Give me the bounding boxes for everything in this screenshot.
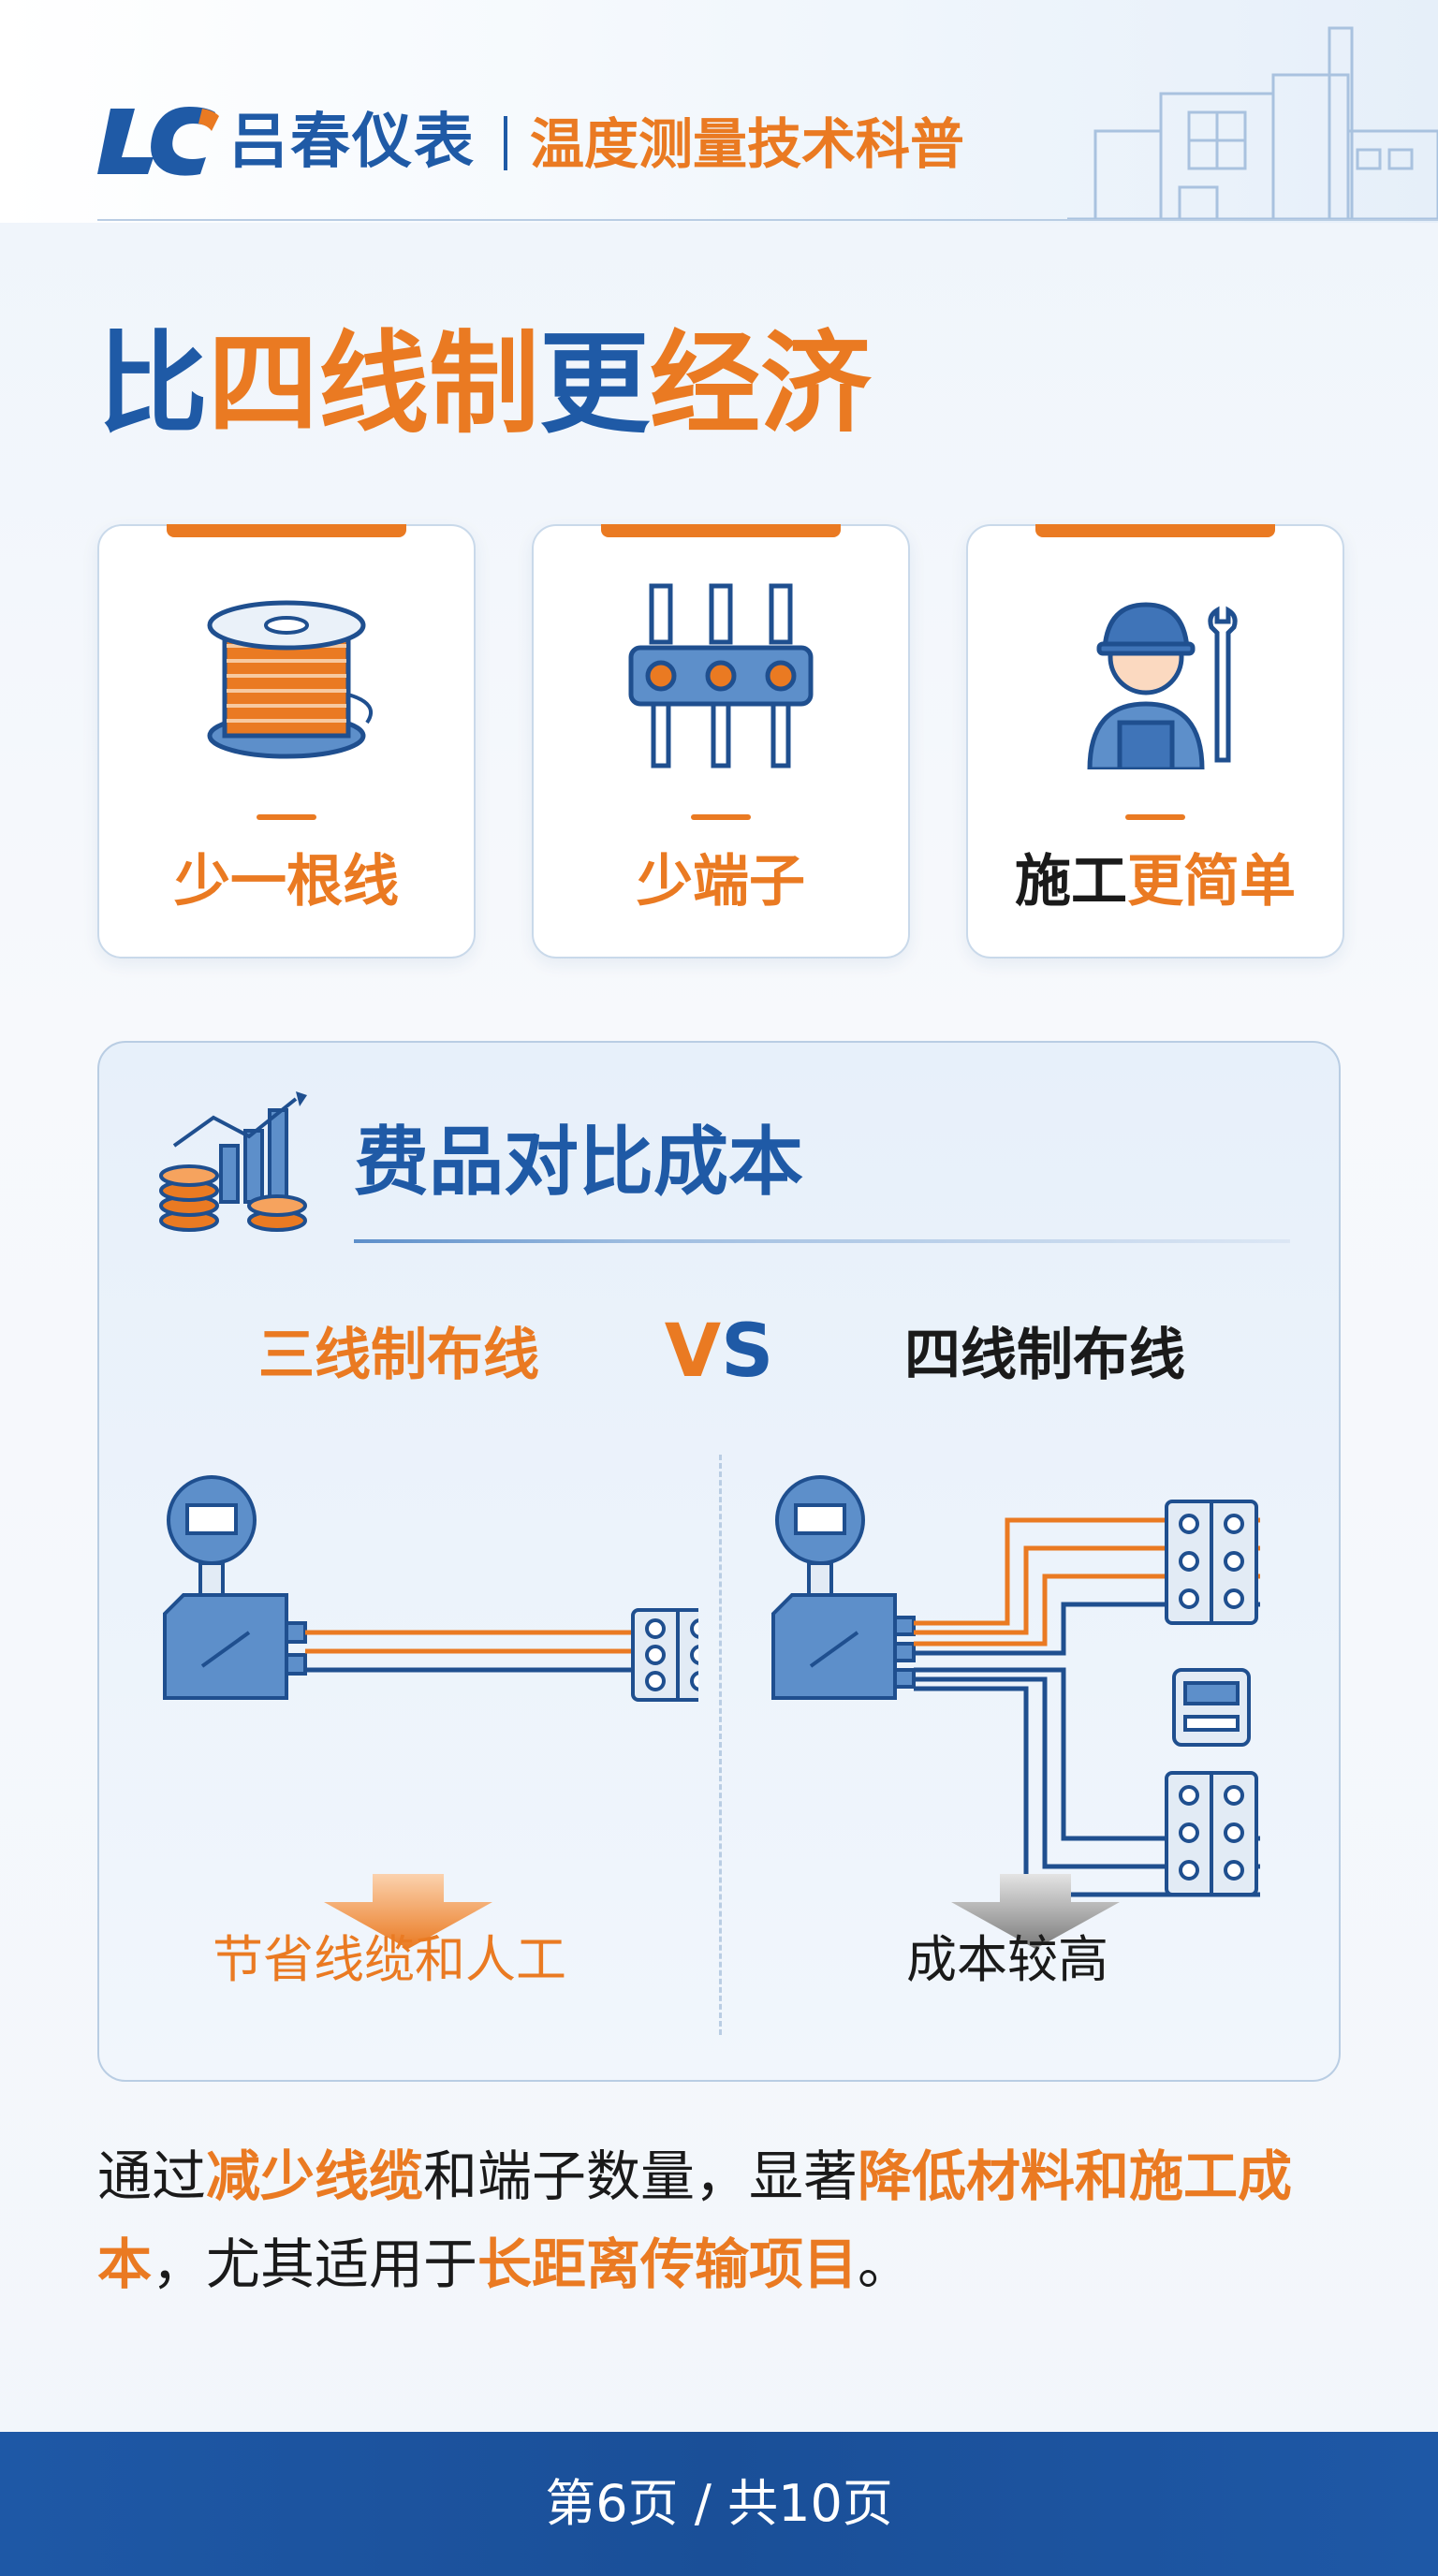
title-part-2: 四线制: [208, 319, 540, 448]
summary-seg: 通过: [97, 2144, 207, 2208]
title-part-4: 经济: [650, 319, 872, 448]
vs-label: VS: [661, 1307, 777, 1397]
card-label-text: 少一根线: [174, 849, 399, 915]
benefit-card-easier-install: 施工更简单: [966, 524, 1344, 959]
cable-spool-icon: [207, 600, 373, 759]
three-wire-result: 节省线缆和人工: [213, 1930, 566, 1989]
vs-v: V: [664, 1310, 722, 1394]
benefit-card-fewer-wires: 少一根线: [97, 524, 476, 959]
four-wire-diagram: [771, 1475, 1260, 1897]
page-indicator: 第6页 / 共10页: [545, 2474, 893, 2533]
card-accent-bar: [601, 524, 841, 537]
summary-highlight: 减少线缆: [206, 2144, 424, 2208]
card-dash: [257, 814, 316, 820]
four-wire-result: 成本较高: [906, 1930, 1108, 1989]
header: 吕春仪表 温度测量技术科普: [0, 0, 1438, 223]
page-title: 比四线制更经济: [97, 318, 871, 449]
panel-title: 费品对比成本: [354, 1119, 803, 1206]
cost-comparison-panel: 费品对比成本 三线制布线 VS 四线制布线: [97, 1041, 1341, 2082]
worker-wrench-icon: [1087, 602, 1238, 769]
panel-title-rule: [354, 1239, 1290, 1243]
card-label-text: 少端子: [637, 849, 805, 915]
terminal-block-icon: [628, 583, 814, 768]
lc-logo-icon: [97, 107, 219, 176]
card-label-text-a: 施工: [1015, 849, 1127, 915]
footer: 第6页 / 共10页: [0, 2432, 1438, 2576]
four-wire-title: 四线制布线: [904, 1323, 1185, 1388]
summary-seg: 。: [858, 2232, 913, 2296]
comparison-divider: [719, 1455, 722, 2035]
card-label-text-b: 更简单: [1127, 849, 1296, 915]
card-accent-bar: [167, 524, 406, 537]
card-dash: [691, 814, 751, 820]
header-divider: [97, 219, 1438, 221]
brand-separator: [504, 116, 507, 170]
vs-s: S: [721, 1310, 774, 1394]
summary-seg: 和端子数量，显著: [423, 2144, 858, 2208]
coins-growth-chart-icon: [159, 1091, 307, 1232]
card-label: 施工更简单: [968, 844, 1343, 919]
summary-highlight: 降低材料和施工成本: [97, 2144, 1293, 2296]
title-part-1: 比: [97, 319, 209, 448]
arrow-down-icon: [324, 1874, 492, 1949]
arrow-down-icon: [951, 1874, 1120, 1949]
benefit-card-fewer-terminals: 少端子: [532, 524, 910, 959]
three-wire-title: 三线制布线: [258, 1323, 539, 1388]
card-dash: [1125, 814, 1185, 820]
factory-illustration-icon: [1067, 26, 1438, 221]
summary-text: 通过减少线缆和端子数量，显著降低材料和施工成本，尤其适用于长距离传输项目。: [97, 2132, 1352, 2308]
header-subtitle: 温度测量技术科普: [530, 112, 965, 176]
three-wire-diagram: [163, 1475, 698, 1702]
title-part-3: 更: [539, 319, 651, 448]
brand-name: 吕春仪表: [228, 108, 476, 177]
summary-highlight: 长距离传输项目: [477, 2232, 858, 2296]
card-label: 少端子: [534, 844, 908, 919]
card-label: 少一根线: [99, 844, 474, 919]
card-accent-bar: [1035, 524, 1275, 537]
summary-seg: ，尤其适用于: [152, 2232, 478, 2296]
